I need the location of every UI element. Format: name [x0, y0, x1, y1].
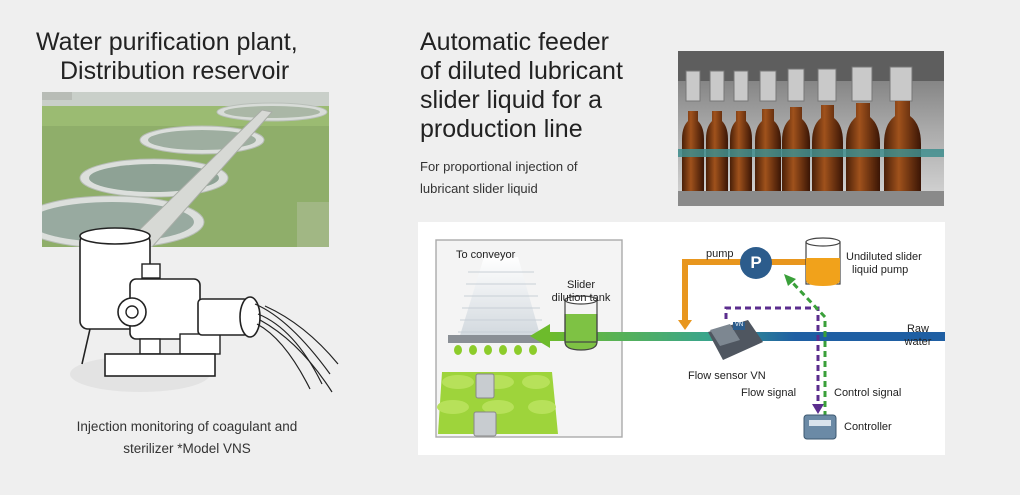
metering-pump-illustration [60, 224, 350, 404]
water-plant-caption-line1: Injection monitoring of coagulant and [76, 419, 298, 434]
control-signal-label: Control signal [834, 387, 902, 399]
lubricant-feed-diagram: To conveyor Slider dilution tank pump P … [418, 222, 945, 455]
raw-water-label-line2: water [904, 336, 932, 348]
feeder-title-line1: Automatic feeder [420, 28, 609, 56]
water-plant-caption-line2: sterilizer *Model VNS [123, 441, 251, 456]
controller-label: Controller [844, 421, 892, 433]
flow-signal-label: Flow signal [741, 387, 797, 399]
feeder-title-line3: slider liquid for a [420, 86, 603, 114]
pump-label: pump [706, 248, 734, 260]
undiluted-pump-label-line1: Undiluted slider [846, 251, 922, 263]
slider-tank-label: Slider dilution tank [538, 279, 624, 305]
water-plant-photo [42, 92, 329, 247]
undiluted-pump-label-line2: liquid pump [852, 264, 909, 276]
sensor-badge: VN [734, 322, 744, 328]
undiluted-pump-label: Undiluted slider liquid pump [846, 251, 922, 277]
water-plant-title-line1: Water purification plant, [36, 28, 298, 56]
feeder-title-line2: of diluted lubricant [420, 57, 623, 85]
water-plant-caption: Injection monitoring of coagulant and st… [57, 416, 317, 460]
water-plant-title-line2: Distribution reservoir [60, 57, 290, 85]
pump-symbol: P [750, 253, 762, 272]
flow-sensor-label: Flow sensor VN [688, 370, 766, 382]
feeder-description-line2: lubricant slider liquid [420, 181, 538, 196]
slider-tank-label-line1: Slider [566, 279, 596, 291]
bottling-line-photo [678, 51, 944, 206]
feeder-title-line4: production line [420, 115, 583, 143]
raw-water-label: Raw water [900, 323, 936, 349]
feeder-description: For proportional injection of lubricant … [420, 156, 578, 200]
feeder-description-line1: For proportional injection of [420, 159, 578, 174]
feeder-title: Automatic feeder of diluted lubricant sl… [420, 28, 623, 144]
to-conveyor-label: To conveyor [456, 249, 516, 261]
slider-tank-label-line2: dilution tank [551, 292, 611, 304]
water-plant-title: Water purification plant, Distribution r… [36, 28, 298, 86]
raw-water-label-line1: Raw [906, 323, 929, 335]
